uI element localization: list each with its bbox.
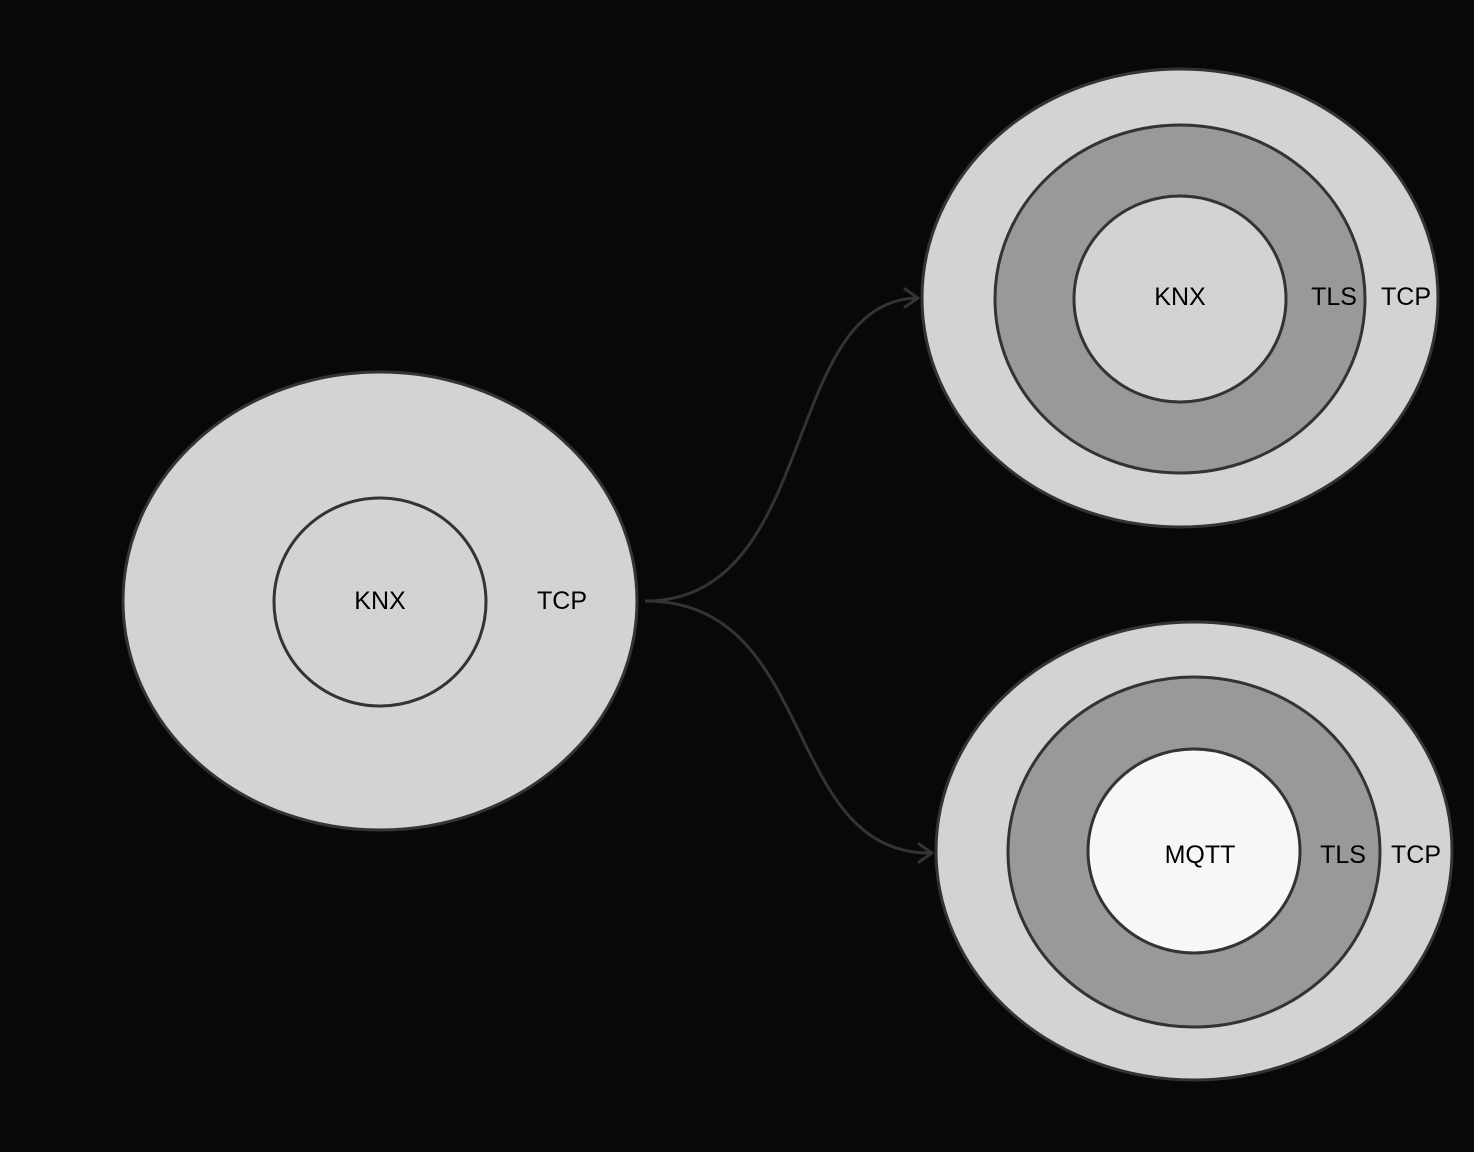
target2-tcp-label: TCP xyxy=(1391,841,1441,869)
source-knx-label: KNX xyxy=(354,587,406,615)
target1-tcp-label: TCP xyxy=(1381,283,1431,311)
source-stack: KNX TCP xyxy=(121,370,639,832)
target1-knx-layer xyxy=(1072,194,1288,404)
target2-mqtt-layer xyxy=(1086,747,1302,955)
target1-tls-label: TLS xyxy=(1311,283,1357,311)
arrowhead-to-mqtt-tls-tcp xyxy=(917,842,934,864)
edge-to-mqtt-tls-tcp xyxy=(644,599,933,855)
source-knx-layer xyxy=(272,496,488,708)
target-stack-knx: KNX TLS TCP xyxy=(920,67,1440,529)
edge-to-knx-tls-tcp xyxy=(644,296,919,603)
arrowhead-to-knx-tls-tcp xyxy=(903,287,920,309)
source-tcp-label: TCP xyxy=(537,587,587,615)
connectors xyxy=(644,287,934,864)
target2-mqtt-label: MQTT xyxy=(1165,841,1236,869)
target1-knx-label: KNX xyxy=(1154,283,1206,311)
target2-tls-label: TLS xyxy=(1320,841,1366,869)
target-stack-mqtt: MQTT TLS TCP xyxy=(934,620,1454,1082)
